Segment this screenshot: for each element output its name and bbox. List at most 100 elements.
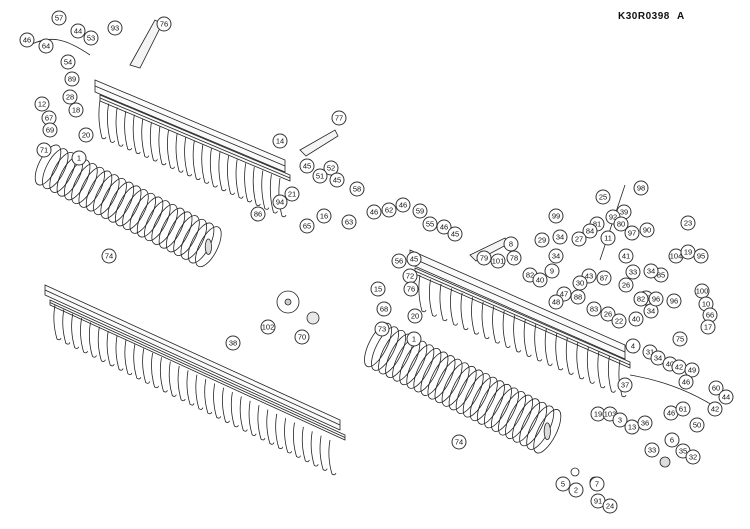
part-callout: 101	[490, 253, 506, 269]
part-callout: 96	[666, 293, 682, 309]
lower-tine	[97, 326, 106, 362]
part-callout: 46	[19, 32, 35, 48]
lower-packer-roller-ring	[399, 340, 428, 386]
lower-packer-roller-ring	[455, 369, 484, 414]
part-callout: 64	[38, 38, 54, 54]
disc-102	[276, 290, 300, 314]
part-callout: 45	[406, 251, 422, 267]
part-callout: 59	[412, 203, 428, 219]
lower-tine	[168, 361, 177, 397]
part-callout: 14	[272, 133, 288, 149]
part-callout: 84	[582, 223, 598, 239]
part-callout: 42	[707, 401, 723, 417]
right-tine	[544, 328, 553, 366]
lower-tine	[301, 426, 310, 463]
part-callout: 96	[648, 291, 664, 307]
right-tine	[481, 301, 490, 340]
lower-packer-roller-ring	[371, 326, 399, 371]
part-callout: 20	[407, 308, 423, 324]
upper-packer-roller-ring	[107, 181, 135, 223]
part-callout: 63	[341, 214, 357, 230]
part-callout: 12	[34, 96, 50, 112]
washer-5	[570, 467, 580, 477]
part-callout: 29	[534, 232, 550, 248]
right-tine	[523, 319, 532, 357]
part-callout: 52	[323, 160, 339, 176]
right-tine	[597, 350, 606, 389]
upper-packer-roller-ring	[158, 207, 186, 249]
disc-102-hub	[284, 298, 292, 306]
upper-packer-roller-ring	[144, 200, 171, 242]
lower-tine	[328, 439, 337, 476]
part-callout: 30	[572, 275, 588, 291]
part-callout: 76	[156, 16, 172, 32]
part-callout: 40	[628, 311, 644, 327]
part-callout: 24	[602, 498, 618, 514]
part-callout: 94	[272, 194, 288, 210]
upper-frame-rail-edge	[99, 97, 291, 179]
part-callout: 61	[675, 401, 691, 417]
part-callout: 27	[571, 231, 587, 247]
part-callout: 34	[643, 263, 659, 279]
part-callout: 15	[370, 281, 386, 297]
part-callout: 75	[672, 331, 688, 347]
part-callout: 18	[68, 102, 84, 118]
lower-tine	[106, 331, 115, 367]
lower-tine	[204, 378, 213, 415]
upper-packer-roller-ring	[180, 218, 208, 260]
upper-packer-roller-ring	[173, 215, 200, 256]
part-callout: 38	[225, 335, 241, 351]
lower-tine	[195, 374, 204, 410]
right-tine	[502, 310, 511, 348]
part-callout: 88	[570, 289, 586, 305]
part-callout: 2	[568, 482, 584, 498]
part-callout: 16	[316, 208, 332, 224]
revision-letter: A	[677, 11, 685, 22]
part-callout: 65	[299, 218, 315, 234]
lower-packer-roller-ring	[491, 387, 519, 432]
part-callout: 53	[83, 30, 99, 46]
upper-packer-roller-ring	[114, 185, 142, 227]
upper-tine	[278, 177, 287, 218]
upper-packer-roller-ring	[187, 222, 215, 264]
lever-77	[299, 129, 339, 157]
upper-packer-roller-hub	[204, 238, 212, 255]
upper-tine	[124, 111, 133, 151]
part-callout: 45	[329, 172, 345, 188]
upper-packer-roller-ring	[93, 174, 120, 216]
part-callout: 32	[685, 449, 701, 465]
part-callout: 22	[611, 313, 627, 329]
lower-tine	[80, 317, 88, 354]
lower-tine	[62, 309, 71, 345]
part-callout: 98	[633, 180, 649, 196]
lower-packer-roller-ring	[364, 322, 392, 368]
part-callout: 76	[403, 281, 419, 297]
part-callout: 87	[596, 270, 612, 286]
right-tine	[586, 346, 595, 384]
upper-tine	[252, 166, 261, 207]
upper-tine	[132, 114, 141, 155]
right-tine	[418, 274, 427, 313]
upper-tine	[149, 122, 158, 162]
lower-tine	[213, 383, 222, 419]
lower-tine	[186, 370, 195, 406]
part-callout: 48	[548, 294, 564, 310]
right-tine	[565, 337, 574, 375]
lower-tine	[53, 304, 62, 341]
lower-tine	[310, 431, 319, 467]
upper-packer-roller-ring	[136, 196, 164, 238]
lower-packer-roller-ring	[476, 380, 505, 425]
lower-packer-roller-ring	[448, 365, 477, 411]
part-callout: 95	[693, 248, 709, 264]
part-callout: 11	[600, 230, 616, 246]
part-callout: 37	[617, 377, 633, 393]
part-callout: 46	[678, 374, 694, 390]
part-callout: 23	[680, 215, 696, 231]
part-callout: 50	[689, 417, 705, 433]
right-frame-rail-edge	[414, 270, 631, 366]
lower-packer-roller-ring	[505, 394, 534, 440]
upper-tine	[201, 144, 210, 184]
upper-tine	[218, 151, 227, 192]
part-callout: 56	[391, 253, 407, 269]
